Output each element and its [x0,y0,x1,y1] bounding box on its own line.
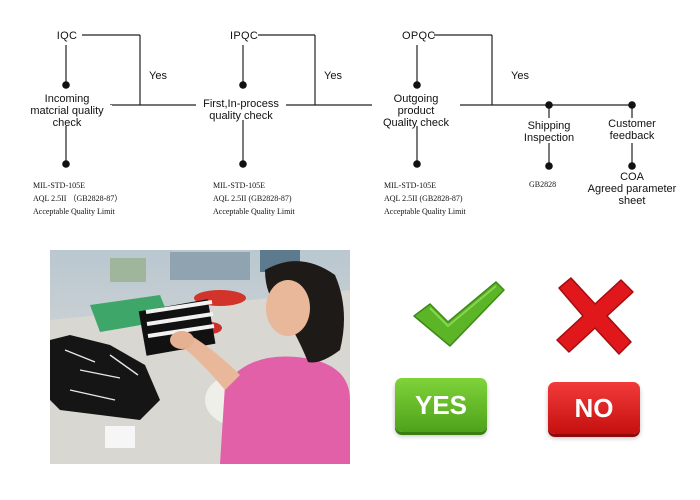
worker-body [220,356,350,464]
iqc-check-label: Incoming matcrial quality check [22,93,112,129]
no-button[interactable]: NO [548,382,640,434]
std-line: MIL-STD-105E [213,181,265,190]
opqc-standard: MIL-STD-105E AQL 2.5II (GB2828-87) Accep… [384,179,466,218]
white-label [105,426,135,448]
stripe [147,324,215,338]
label-line: Outgoing [393,93,439,105]
coa-label: COA Agreed parameter sheet [580,171,684,207]
shelf-box [110,258,146,282]
customer-feedback-label: Customer feedback [595,118,669,142]
node-dot [239,81,247,89]
node-dot [545,162,553,170]
zipper-pile [50,335,160,420]
stripe [145,300,213,314]
green-check-icon [413,281,505,347]
node-dot [628,101,636,109]
std-line: MIL-STD-105E [384,181,436,190]
zipper-highlights [64,349,139,401]
label-line: Agreed parameter [587,183,677,195]
zipper-highlight [79,369,121,379]
shipping-inspection-label: Shipping Inspection [514,120,584,144]
label-line: Incoming [44,93,90,105]
label-line: First,In-process [196,98,286,110]
label-line: Inspection [523,132,575,144]
zipper-highlight [109,354,139,376]
zipper-highlight [69,389,116,401]
label-line: check [52,117,82,129]
std-line: AQL 2.5II （GB2828-87） [33,194,123,203]
std-line: MIL-STD-105E [33,181,85,190]
label-line: product [372,105,460,117]
worker-arm [180,335,240,390]
iqc-yes-label: Yes [149,70,167,82]
photo-illustration [50,250,350,464]
ipqc-label: IPQC [230,30,259,42]
iqc-standard: MIL-STD-105E AQL 2.5II （GB2828-87） Accep… [33,179,122,218]
label-line: Shipping [527,120,571,132]
std-line: AQL 2.5II (GB2828-87) [384,194,463,203]
node-dot [545,101,553,109]
node-dot [413,160,421,168]
opqc-yes-label: Yes [511,70,529,82]
label-line: quality check [209,110,273,122]
qc-flow-diagram [62,34,636,170]
connector-lines [65,34,633,166]
shipping-standard: GB2828 [529,180,557,189]
ipqc-check-label: First,In-process quality check [196,98,286,122]
zipper-highlight [64,349,96,363]
std-line: AQL 2.5II (GB2828-87) [213,194,292,203]
worker-face [266,280,310,336]
label-line: Quality check [382,117,450,129]
node-dot [62,81,70,89]
shelf-box [170,252,250,280]
bundle-stripes [145,300,215,338]
label-line: Customer [608,118,656,130]
opqc-label: OPQC [402,30,436,42]
label-line: COA [620,171,644,183]
worker-hand [170,331,194,349]
node-dot [413,81,421,89]
worker-inspection-photo [50,250,350,464]
stripe [146,312,214,326]
iqc-label: IQC [56,30,78,42]
junction-dots [62,81,636,170]
label-line: sheet [618,195,646,207]
std-line: Acceptable Quality Limit [33,207,115,216]
ipqc-standard: MIL-STD-105E AQL 2.5II (GB2828-87) Accep… [213,179,295,218]
label-line: feedback [609,130,655,142]
opqc-check-label: Outgoing product Quality check [372,93,460,129]
label-line: matcrial quality [22,105,112,117]
red-cross-icon [556,277,634,355]
node-dot [62,160,70,168]
yes-button[interactable]: YES [395,378,487,432]
std-line: Acceptable Quality Limit [384,207,466,216]
node-dot [239,160,247,168]
node-dot [628,162,636,170]
std-line: Acceptable Quality Limit [213,207,295,216]
ipqc-yes-label: Yes [324,70,342,82]
